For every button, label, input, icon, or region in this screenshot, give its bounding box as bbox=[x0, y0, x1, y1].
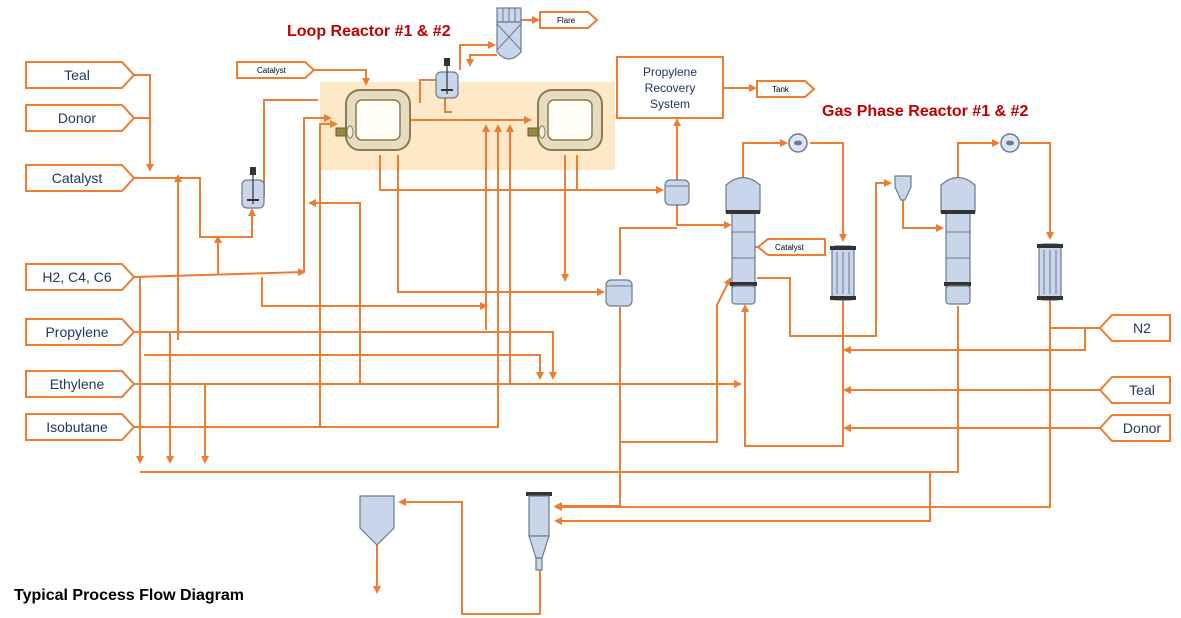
drum-recovery-feed bbox=[664, 179, 690, 206]
svg-text:Isobutane: Isobutane bbox=[46, 419, 108, 435]
svg-text:Ethylene: Ethylene bbox=[50, 376, 105, 392]
feed-tag-donor: Donor bbox=[25, 104, 136, 132]
catalyst-mixer-vessel bbox=[241, 167, 265, 209]
loop-reactor-2 bbox=[527, 89, 603, 151]
feed-tag-n2: N2 bbox=[1098, 314, 1171, 342]
feed-tag-h2-c4-c6: H2, C4, C6 bbox=[25, 263, 136, 291]
gas-phase-reactor-1 bbox=[725, 176, 761, 305]
loop-reactor-1 bbox=[335, 89, 411, 151]
drum-flash bbox=[605, 279, 633, 307]
svg-text:Teal: Teal bbox=[64, 67, 90, 83]
svg-text:Propylene: Propylene bbox=[45, 324, 108, 340]
flare-separator bbox=[496, 7, 522, 60]
svg-text:Flare: Flare bbox=[557, 16, 576, 25]
svg-text:System: System bbox=[650, 97, 690, 111]
tag-flare: Flare bbox=[539, 11, 599, 29]
tag-catalyst-loop: Catalyst bbox=[236, 61, 316, 79]
heat-exchanger-1 bbox=[830, 245, 856, 301]
product-silo bbox=[359, 495, 395, 546]
feed-tag-catalyst: Catalyst bbox=[25, 164, 136, 192]
diagram-title: Typical Process Flow Diagram bbox=[14, 587, 244, 604]
svg-text:H2, C4, C6: H2, C4, C6 bbox=[42, 269, 111, 285]
feed-tag-propylene: Propylene bbox=[25, 318, 136, 346]
tag-catalyst-gas: Catalyst bbox=[756, 238, 826, 256]
purge-column bbox=[526, 492, 552, 571]
svg-text:N2: N2 bbox=[1133, 320, 1151, 336]
svg-text:Propylene: Propylene bbox=[643, 65, 697, 79]
cyclone-separator bbox=[894, 175, 912, 201]
feed-tag-donor-right: Donor bbox=[1098, 414, 1171, 442]
svg-text:Donor: Donor bbox=[1123, 420, 1161, 436]
svg-text:Recovery: Recovery bbox=[645, 81, 696, 95]
svg-text:Donor: Donor bbox=[58, 110, 96, 126]
tag-tank: Tank bbox=[756, 80, 816, 98]
gas-phase-title: Gas Phase Reactor #1 & #2 bbox=[822, 103, 1028, 120]
propylene-recovery-box: Propylene Recovery System bbox=[616, 56, 724, 119]
svg-text:Tank: Tank bbox=[772, 85, 790, 94]
compressor-1 bbox=[788, 133, 808, 153]
gas-phase-reactor-2 bbox=[940, 176, 976, 305]
feed-tag-ethylene: Ethylene bbox=[25, 370, 136, 398]
svg-text:Catalyst: Catalyst bbox=[257, 66, 287, 75]
svg-text:Teal: Teal bbox=[1129, 382, 1155, 398]
feed-tag-teal-right: Teal bbox=[1098, 376, 1171, 404]
flash-mixer-vessel bbox=[435, 58, 459, 99]
loop-reactor-title: Loop Reactor #1 & #2 bbox=[287, 23, 451, 40]
svg-text:Catalyst: Catalyst bbox=[52, 170, 103, 186]
feed-tag-isobutane: Isobutane bbox=[25, 413, 136, 441]
pipe-network bbox=[133, 16, 1100, 615]
feed-tag-teal: Teal bbox=[25, 61, 136, 89]
compressor-2 bbox=[1000, 133, 1020, 153]
heat-exchanger-2 bbox=[1037, 243, 1063, 301]
svg-text:Catalyst: Catalyst bbox=[775, 243, 805, 252]
